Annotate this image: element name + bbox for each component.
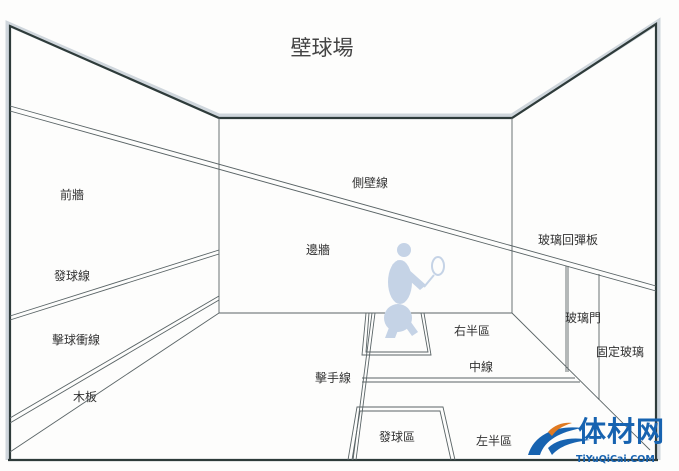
label-service-box: 發球區: [378, 430, 416, 444]
label-right-half: 右半區: [453, 324, 491, 338]
logo-url: TiYuQiCai.COM: [576, 454, 655, 465]
label-half-court-line: 中線: [468, 360, 494, 374]
label-service-line: 發球線: [53, 269, 91, 283]
label-short-line: 擊手線: [314, 371, 352, 385]
label-glass-door: 玻璃門: [564, 311, 602, 325]
frame-shadow: [5, 17, 661, 460]
label-glass-back-wall: 玻璃回彈板: [537, 233, 599, 247]
label-left-half: 左半區: [475, 434, 513, 448]
logo-name: 体材网: [578, 415, 666, 448]
label-front-wall: 前牆: [59, 188, 85, 202]
court-lines: [9, 105, 657, 461]
label-tin: 木板: [72, 390, 98, 404]
player-silhouette: [384, 243, 445, 338]
logo-swoosh-icon: [528, 422, 590, 455]
label-side-wall-line: 側壁線: [351, 176, 389, 190]
court-frame: [8, 21, 658, 462]
label-fixed-glass: 固定玻璃: [595, 345, 645, 359]
label-out-line: 擊球衝線: [51, 333, 101, 347]
watermark-logo: 体材网 TiYuQiCai.COM: [520, 416, 677, 470]
label-side-wall: 邊牆: [305, 243, 331, 257]
diagram-title: 壁球場: [290, 36, 354, 60]
